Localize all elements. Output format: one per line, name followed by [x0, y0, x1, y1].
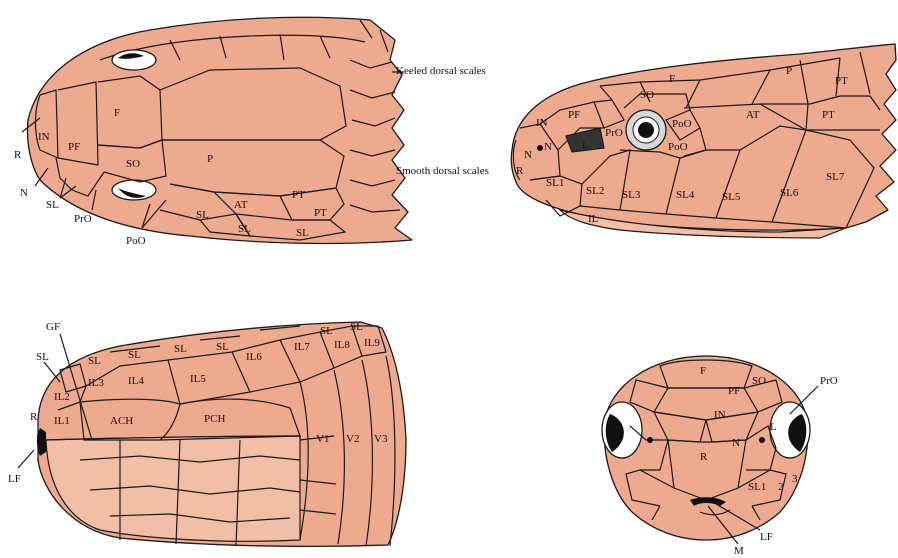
ventral-label-il5: IL5 — [190, 373, 206, 385]
smooth-dorsal-scales-note: Smooth dorsal scales — [396, 165, 489, 177]
lateral-label-l: L — [582, 139, 589, 151]
front-label-n: N — [732, 437, 740, 449]
front-label-f: F — [700, 365, 706, 377]
lateral-label-sl3: SL3 — [622, 189, 641, 201]
dorsal-label-at: AT — [234, 199, 248, 211]
ventral-label-v3: V3 — [374, 433, 388, 445]
ventral-label-ach: ACH — [110, 415, 133, 427]
dorsal-eye-top — [112, 50, 156, 70]
lateral-label-poo-1: PoO — [672, 118, 692, 130]
ventral-label-lf: LF — [8, 473, 21, 485]
lateral-nostril — [537, 145, 543, 151]
lateral-pupil — [638, 122, 654, 138]
ventral-label-gf: GF — [46, 321, 60, 333]
dorsal-view: R IN PF F SO P N SL PrO PoO SL SL SL AT … — [14, 17, 489, 247]
lateral-label-p: P — [786, 65, 792, 77]
ventral-label-sl-4: SL — [216, 341, 229, 353]
ventral-label-il3: IL3 — [88, 377, 104, 389]
ventral-label-sl-small: SL — [88, 355, 101, 367]
lateral-label-il: IL — [588, 213, 599, 225]
ventral-label-il6: IL6 — [246, 351, 262, 363]
lateral-label-poo-2: PoO — [668, 141, 688, 153]
dorsal-label-pf: PF — [68, 141, 80, 153]
lateral-view: R N N IN PF L PrO SO F P PoO PoO AT PT P… — [511, 44, 896, 238]
ventral-label-il2: IL2 — [54, 391, 70, 403]
front-label-pro: PrO — [820, 375, 838, 387]
ventral-view: GF SL R M LF IL1 IL2 IL3 IL4 IL5 IL6 IL7… — [8, 321, 406, 546]
front-nostril-left — [647, 437, 653, 443]
lateral-label-n-small: N — [524, 149, 532, 161]
ventral-label-sl-6: SL — [350, 321, 363, 333]
dorsal-label-pro: PrO — [74, 213, 92, 225]
lateral-label-r: R — [516, 165, 524, 177]
ventral-label-sl-3: SL — [174, 343, 187, 355]
lateral-label-pt-2: PT — [822, 109, 835, 121]
lateral-label-sl5: SL5 — [722, 191, 741, 203]
dorsal-label-sl-3: SL — [238, 223, 251, 235]
front-label-sl1: SL1 — [748, 481, 766, 493]
ventral-label-v2: V2 — [346, 433, 359, 445]
lateral-label-at: AT — [746, 109, 760, 121]
dorsal-label-sl-2: SL — [196, 209, 209, 221]
ventral-label-sl-2: SL — [128, 349, 141, 361]
front-nostril-right — [759, 437, 765, 443]
lateral-label-pt-1: PT — [835, 75, 848, 87]
front-label-lf: LF — [760, 531, 773, 543]
ventral-label-il4: IL4 — [128, 375, 144, 387]
ventral-label-il8: IL8 — [334, 339, 350, 351]
lateral-label-so: SO — [640, 89, 654, 101]
ventral-label-il1: IL1 — [54, 415, 70, 427]
ventral-label-il9: IL9 — [364, 337, 380, 349]
front-view: F SO PF PrO IN L N R SL1 2 3 LF M — [602, 356, 838, 557]
ventral-label-m: M — [36, 433, 46, 445]
lateral-label-pf: PF — [568, 109, 580, 121]
lateral-label-sl1: SL1 — [546, 177, 564, 189]
front-label-l: L — [770, 421, 777, 433]
dorsal-label-sl-4: SL — [296, 227, 309, 239]
front-label-pf: PF — [728, 385, 740, 397]
front-label-r: R — [700, 451, 708, 463]
lateral-label-n: N — [544, 141, 552, 153]
lateral-label-in: IN — [536, 117, 548, 129]
front-label-2: 2 — [778, 481, 784, 493]
dorsal-label-f: F — [114, 107, 120, 119]
lateral-label-sl7: SL7 — [826, 171, 845, 183]
ventral-label-v1: V1 — [316, 433, 329, 445]
front-label-m: M — [734, 545, 744, 557]
ventral-label-sl: SL — [36, 351, 49, 363]
front-label-so: SO — [752, 375, 766, 387]
dorsal-label-pt: PT — [292, 189, 305, 201]
keeled-dorsal-scales-note: Keeled dorsal scales — [396, 65, 486, 77]
lateral-label-sl2: SL2 — [586, 185, 604, 197]
front-label-in: IN — [714, 409, 726, 421]
lateral-label-f: F — [669, 73, 675, 85]
ventral-label-sl-5: SL — [320, 325, 333, 337]
front-label-3: 3 — [792, 473, 798, 485]
dorsal-label-n: N — [20, 187, 28, 199]
dorsal-label-poo: PoO — [126, 235, 146, 247]
dorsal-label-r: R — [14, 149, 22, 161]
dorsal-label-pt-2: PT — [314, 207, 327, 219]
dorsal-label-in: IN — [38, 131, 50, 143]
lateral-label-sl6: SL6 — [780, 187, 799, 199]
ventral-label-r: R — [30, 411, 38, 423]
dorsal-label-sl: SL — [46, 199, 59, 211]
lateral-label-pro: PrO — [605, 127, 623, 139]
ventral-label-il7: IL7 — [294, 341, 310, 353]
ventral-label-pch: PCH — [204, 413, 225, 425]
lateral-label-sl4: SL4 — [676, 189, 695, 201]
dorsal-label-so: SO — [126, 158, 140, 170]
dorsal-label-p: P — [207, 153, 213, 165]
